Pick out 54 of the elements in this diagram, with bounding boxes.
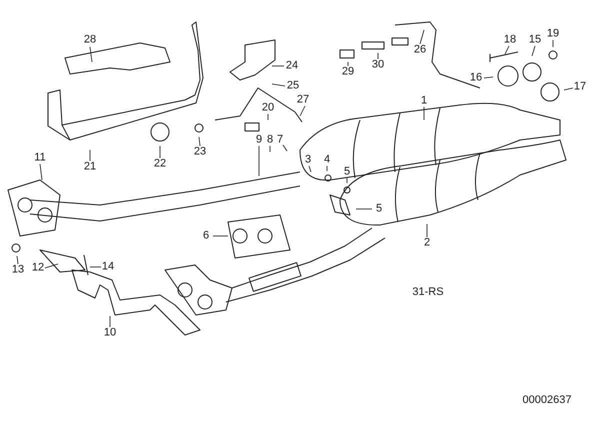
- callout-number: 7: [276, 134, 284, 146]
- callout-number: 26: [414, 44, 426, 56]
- leader-line: [16, 256, 18, 264]
- callout-number: 8: [266, 134, 274, 146]
- leader-line: [44, 264, 58, 268]
- callout-number: 10: [104, 328, 116, 338]
- diagram-code: 31-RS: [412, 286, 444, 298]
- callout-number: 11: [34, 152, 46, 164]
- callout-number: 27: [296, 94, 310, 106]
- callout-number: 29: [342, 66, 354, 78]
- callout-number: 19: [546, 28, 560, 40]
- leader-line: [40, 164, 42, 180]
- callout-number: 24: [286, 60, 298, 72]
- callout-number: 13: [12, 264, 24, 276]
- callout-number: 15: [528, 34, 542, 46]
- leader-line: [282, 144, 288, 152]
- leader-line: [564, 88, 574, 90]
- leader-line: [420, 30, 424, 44]
- leader-line: [356, 208, 372, 210]
- leader-line: [504, 46, 510, 54]
- leader-line: [258, 146, 260, 176]
- callout-number: 4: [324, 154, 330, 166]
- callout-number: 5: [344, 166, 350, 178]
- leader-line: [484, 76, 494, 78]
- callout-number: 14: [102, 262, 114, 272]
- leader-line: [300, 106, 306, 116]
- leader-line: [326, 166, 328, 172]
- callout-number: 6: [202, 230, 210, 242]
- callout-number: 16: [470, 72, 482, 84]
- callout-number: 21: [84, 162, 96, 172]
- callout-number: 30: [372, 60, 384, 70]
- leader-line: [552, 40, 554, 48]
- image-number: 00002637: [522, 394, 572, 406]
- callout-number: 12: [32, 262, 44, 274]
- leader-line: [90, 266, 102, 268]
- callout-number: 5: [376, 204, 382, 214]
- callout-number: 18: [504, 34, 516, 46]
- callout-number: 23: [194, 146, 206, 158]
- callout-number: 3: [304, 154, 312, 166]
- callout-number: 22: [154, 158, 166, 170]
- callout-number: 17: [574, 82, 586, 92]
- callout-number: 2: [424, 238, 430, 248]
- leader-line: [272, 84, 286, 86]
- callout-number: 1: [420, 96, 428, 106]
- callout-number: 9: [256, 134, 262, 146]
- leader-line: [532, 46, 536, 56]
- callout-number: 28: [84, 34, 96, 46]
- callout-number: 25: [286, 80, 300, 92]
- leader-line: [198, 136, 200, 146]
- callout-number: 20: [262, 102, 274, 114]
- leader-line: [346, 178, 348, 184]
- leader-line: [426, 224, 428, 238]
- leader-line: [308, 166, 312, 172]
- leader-line: [90, 46, 92, 62]
